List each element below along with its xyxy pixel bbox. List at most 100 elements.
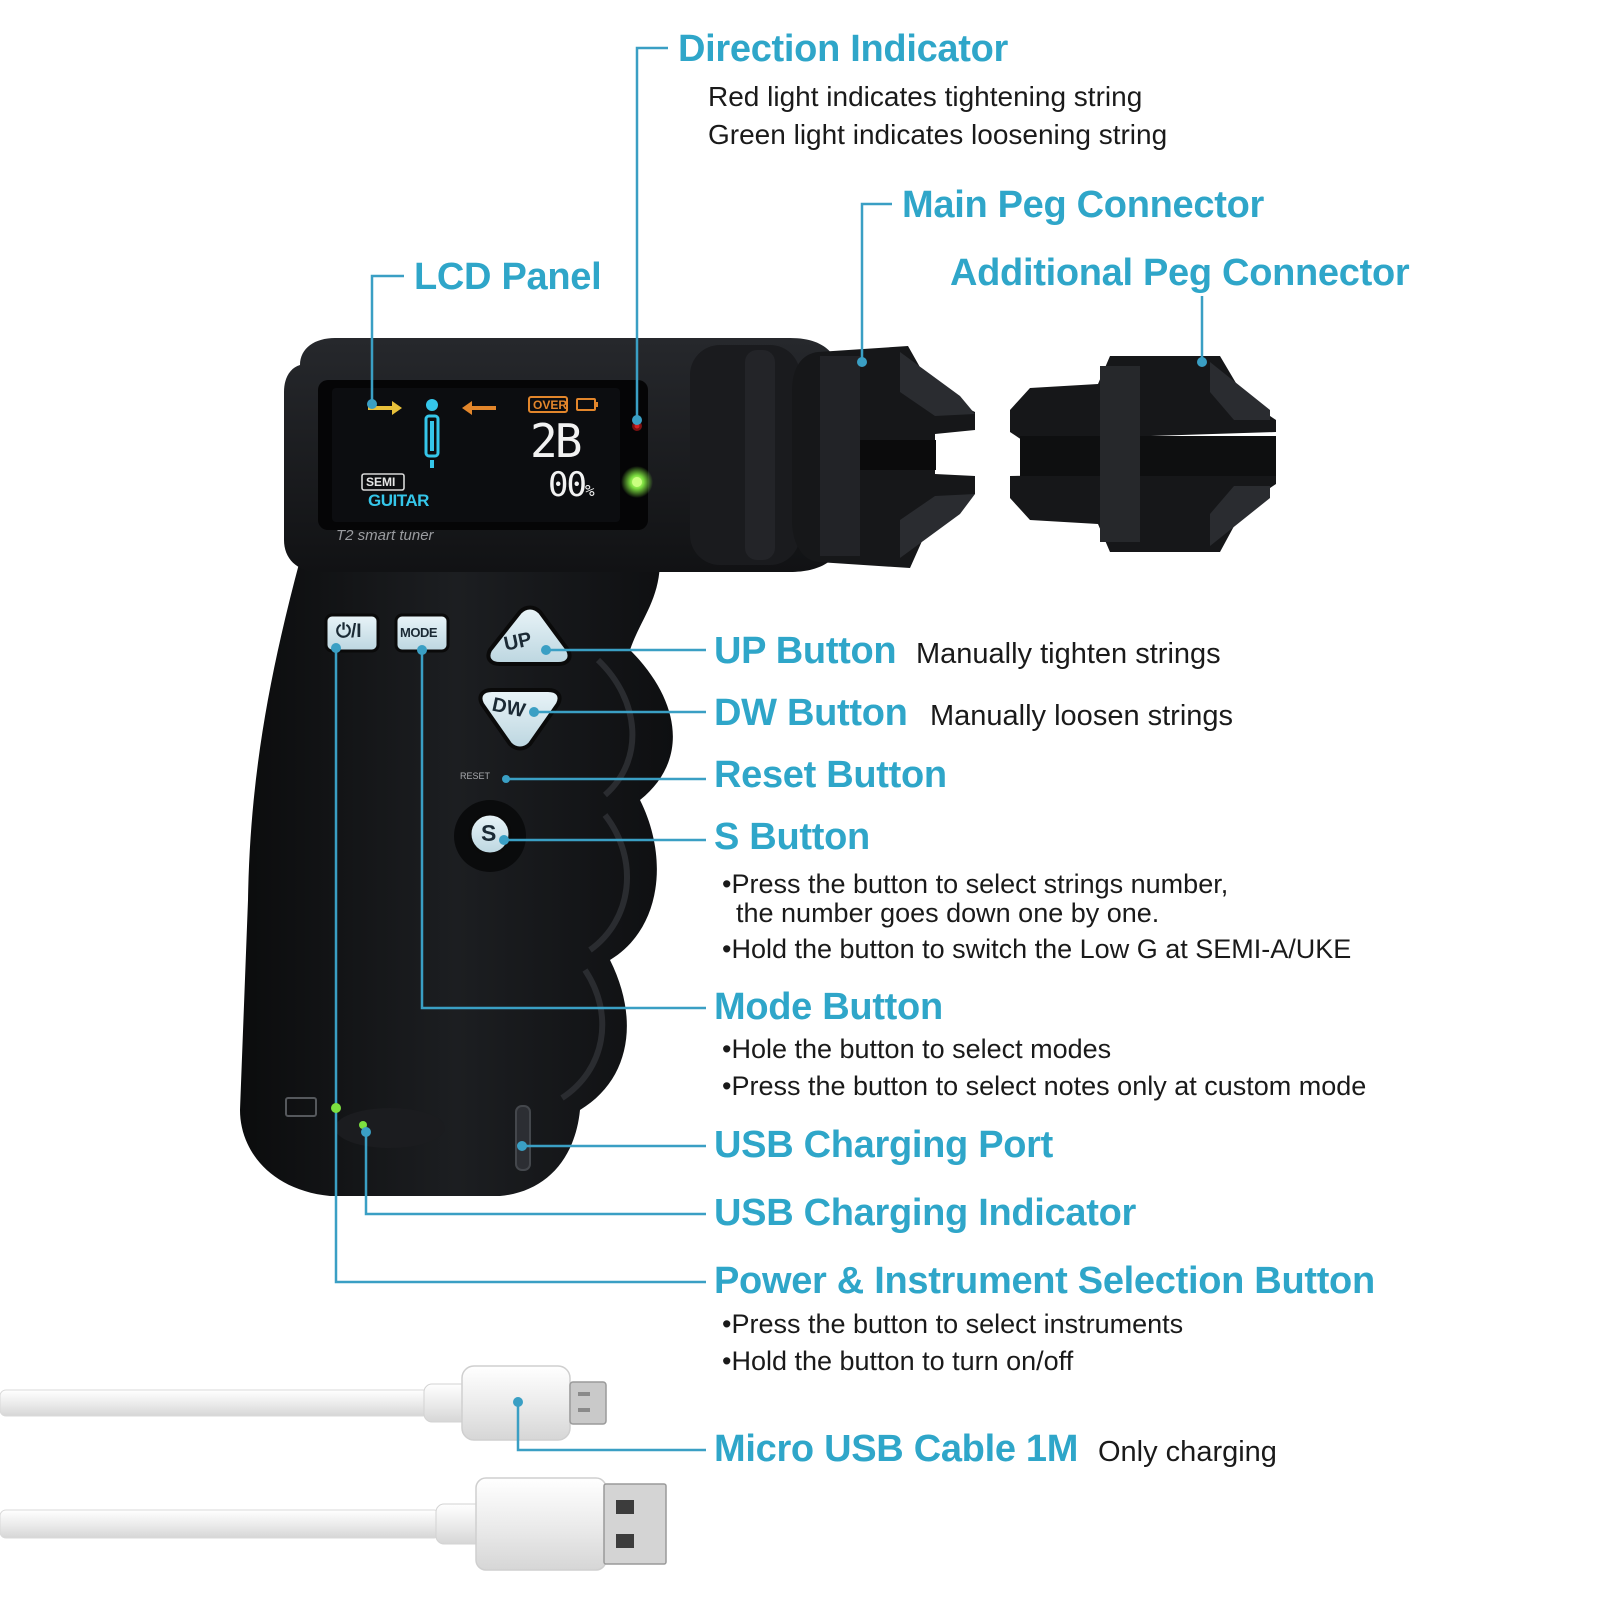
leader-dot [331, 643, 341, 653]
leader-lines [334, 46, 1204, 1452]
mode-button-line-1: •Hole the button to select modes [722, 1034, 1112, 1064]
leader-dot [632, 415, 642, 425]
cable-wire-top [0, 1389, 431, 1417]
micro-usb-cable [0, 1365, 667, 1571]
up-button[interactable]: UP [502, 628, 534, 656]
lcd-percent-sign: % [584, 481, 595, 500]
tuner-device [240, 338, 840, 1196]
dw-button-title: DW Button [714, 692, 908, 734]
direction-indicator-title: Direction Indicator [678, 28, 1009, 70]
micro-usb-cable-desc: Only charging [1098, 1436, 1277, 1468]
usb-a-plug [475, 1477, 607, 1571]
grip-ridge [588, 813, 631, 953]
mode-button[interactable]: MODE [400, 625, 438, 640]
up-button-title: UP Button [714, 630, 897, 672]
power-button-line-1: •Press the button to select instruments [722, 1309, 1184, 1339]
lcd-instrument: GUITAR [368, 491, 429, 510]
micro-usb-tip [569, 1381, 607, 1425]
leader-main-peg [860, 202, 892, 362]
s-button-line-1: •Press the button to select strings numb… [722, 869, 1229, 899]
usb-a-shell [603, 1483, 667, 1565]
direction-indicator-line-1: Red light indicates tightening string [708, 81, 1143, 112]
main-peg-face [820, 356, 860, 556]
leader-dot [1197, 357, 1207, 367]
additional-peg-bottom [1010, 472, 1276, 552]
leader-power-button [334, 648, 706, 1284]
tuner-grip [240, 560, 673, 1196]
leader-mode-button [420, 650, 706, 1010]
bottom-icon [285, 1097, 317, 1117]
leader-dot [417, 645, 427, 655]
usb-port-slot [515, 1105, 531, 1171]
dw-button-shape [478, 688, 562, 751]
lcd-percent: 00% [548, 465, 595, 505]
battery-tip [595, 402, 598, 407]
usb-charging-port-title: USB Charging Port [714, 1124, 1054, 1166]
semi-badge [361, 473, 405, 491]
additional-peg-connector [1010, 356, 1276, 552]
tighten-arrow-icon [368, 401, 402, 415]
additional-peg-prong-bottom [1210, 486, 1270, 546]
tuning-needle-tail [430, 460, 434, 468]
power-button-line-2: •Hold the button to turn on/off [722, 1346, 1074, 1376]
leader-usb-indicator [364, 1132, 706, 1216]
additional-peg-connector-title: Additional Peg Connector [950, 252, 1410, 294]
lcd-panel-title: LCD Panel [414, 256, 602, 298]
cable-wire-bottom [0, 1509, 441, 1539]
tuning-needle-bar [424, 414, 440, 458]
leader-dot [857, 357, 867, 367]
leader-direction-indicator [635, 46, 668, 420]
mode-button-line-2: •Press the button to select notes only a… [722, 1071, 1367, 1101]
leader-dot [529, 707, 539, 717]
leader-dot [517, 1141, 527, 1151]
leader-dot [502, 775, 510, 783]
additional-peg-face [1100, 366, 1140, 542]
charge-led [359, 1121, 367, 1129]
green-led [632, 477, 642, 487]
direction-indicator-line-2: Green light indicates loosening string [708, 119, 1168, 150]
leader-dot [541, 645, 551, 655]
tuning-needle-icon [426, 399, 438, 411]
s-button-line-3: •Hold the button to switch the Low G at … [722, 934, 1352, 964]
grip-ridge [560, 968, 606, 1101]
additional-peg-middle [1020, 436, 1276, 476]
tuning-needle-fill [430, 421, 434, 451]
s-button-line-2: the number goes down one by one. [736, 898, 1160, 928]
connector-collar-ring [745, 350, 775, 560]
additional-peg-top [1010, 356, 1276, 440]
leader-dots [331, 357, 1207, 1407]
leader-dot [361, 1127, 371, 1137]
leader-dot [367, 399, 377, 409]
mode-button-title: Mode Button [714, 986, 943, 1028]
leader-dot [499, 835, 509, 845]
dw-button-desc: Manually loosen strings [930, 700, 1234, 732]
micro-usb-cable-title: Micro USB Cable 1M [714, 1428, 1079, 1470]
grip-ridge [595, 657, 636, 798]
usb-a-contact [616, 1500, 634, 1514]
main-peg-slot [856, 440, 936, 470]
lcd-semi-label: SEMI [366, 475, 396, 489]
lcd-percent-value: 00 [548, 465, 587, 505]
model-name: T2 smart tuner [336, 527, 434, 544]
main-peg-prong-top [900, 352, 975, 416]
power-button[interactable]: ⏻/I [336, 621, 362, 642]
usb-a-contact [616, 1534, 634, 1548]
leader-dot [513, 1397, 523, 1407]
bottom-oval [335, 1108, 445, 1148]
loosen-arrow-icon [462, 401, 496, 415]
additional-peg-prong-top [1210, 362, 1270, 420]
leader-micro-usb [516, 1402, 706, 1452]
micro-usb-pin [578, 1392, 590, 1396]
usb-charging-indicator-title: USB Charging Indicator [714, 1192, 1136, 1234]
s-button[interactable]: S [481, 820, 497, 846]
micro-usb-pin [578, 1408, 590, 1412]
reset-button-title: Reset Button [714, 754, 947, 796]
power-led-dot [331, 1103, 341, 1113]
power-button-title: Power & Instrument Selection Button [714, 1260, 1375, 1302]
s-button-shape [468, 812, 512, 856]
leader-lcd-panel [370, 274, 404, 404]
reset-button[interactable]: RESET [460, 771, 491, 781]
lcd-note: 2B [530, 414, 582, 468]
up-button-desc: Manually tighten strings [916, 638, 1221, 670]
